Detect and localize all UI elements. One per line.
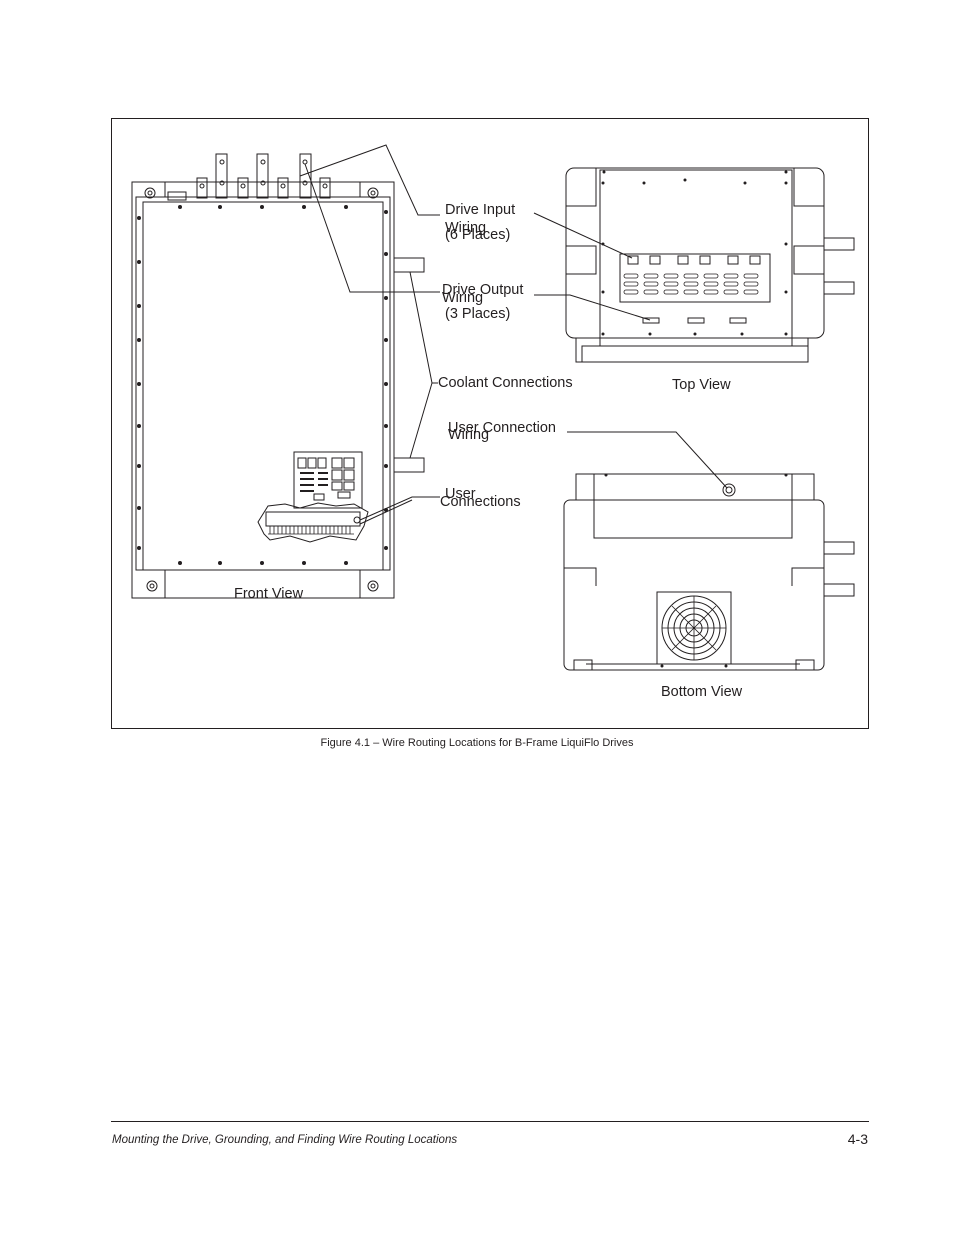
- front-view-drawing: [131, 153, 425, 599]
- label-coolant-connections: Coolant Connections: [438, 375, 573, 391]
- label-user: User: [445, 486, 476, 502]
- top-view-drawing: [565, 167, 855, 363]
- label-drive-output-places: (3 Places): [445, 306, 511, 322]
- label-drive-output-wiring: Wiring: [442, 290, 484, 306]
- figure-caption: Figure 4.1 – Wire Routing Locations for …: [320, 737, 634, 749]
- label-drive-input-places: (6 Places): [445, 227, 511, 243]
- label-drive-input: Drive Input: [445, 202, 516, 218]
- label-drive-output: Drive Output: [442, 282, 524, 298]
- label-front-view: Front View: [234, 586, 304, 602]
- page-number: 4-3: [847, 1131, 868, 1147]
- leader-lines: [299, 144, 728, 525]
- label-user-connection: User Connection: [448, 420, 556, 436]
- footer-section-title: Mounting the Drive, Grounding, and Findi…: [112, 1134, 458, 1146]
- bottom-view-drawing: [563, 473, 855, 671]
- label-top-view: Top View: [672, 377, 731, 393]
- label-drive-input-wiring: Wiring: [445, 220, 487, 236]
- label-bottom-view: Bottom View: [661, 684, 743, 700]
- footer-rule: [111, 1121, 869, 1122]
- figure-frame: [111, 118, 869, 729]
- label-user-connection-wiring: Wiring: [448, 427, 490, 443]
- label-user-connections: Connections: [440, 494, 521, 510]
